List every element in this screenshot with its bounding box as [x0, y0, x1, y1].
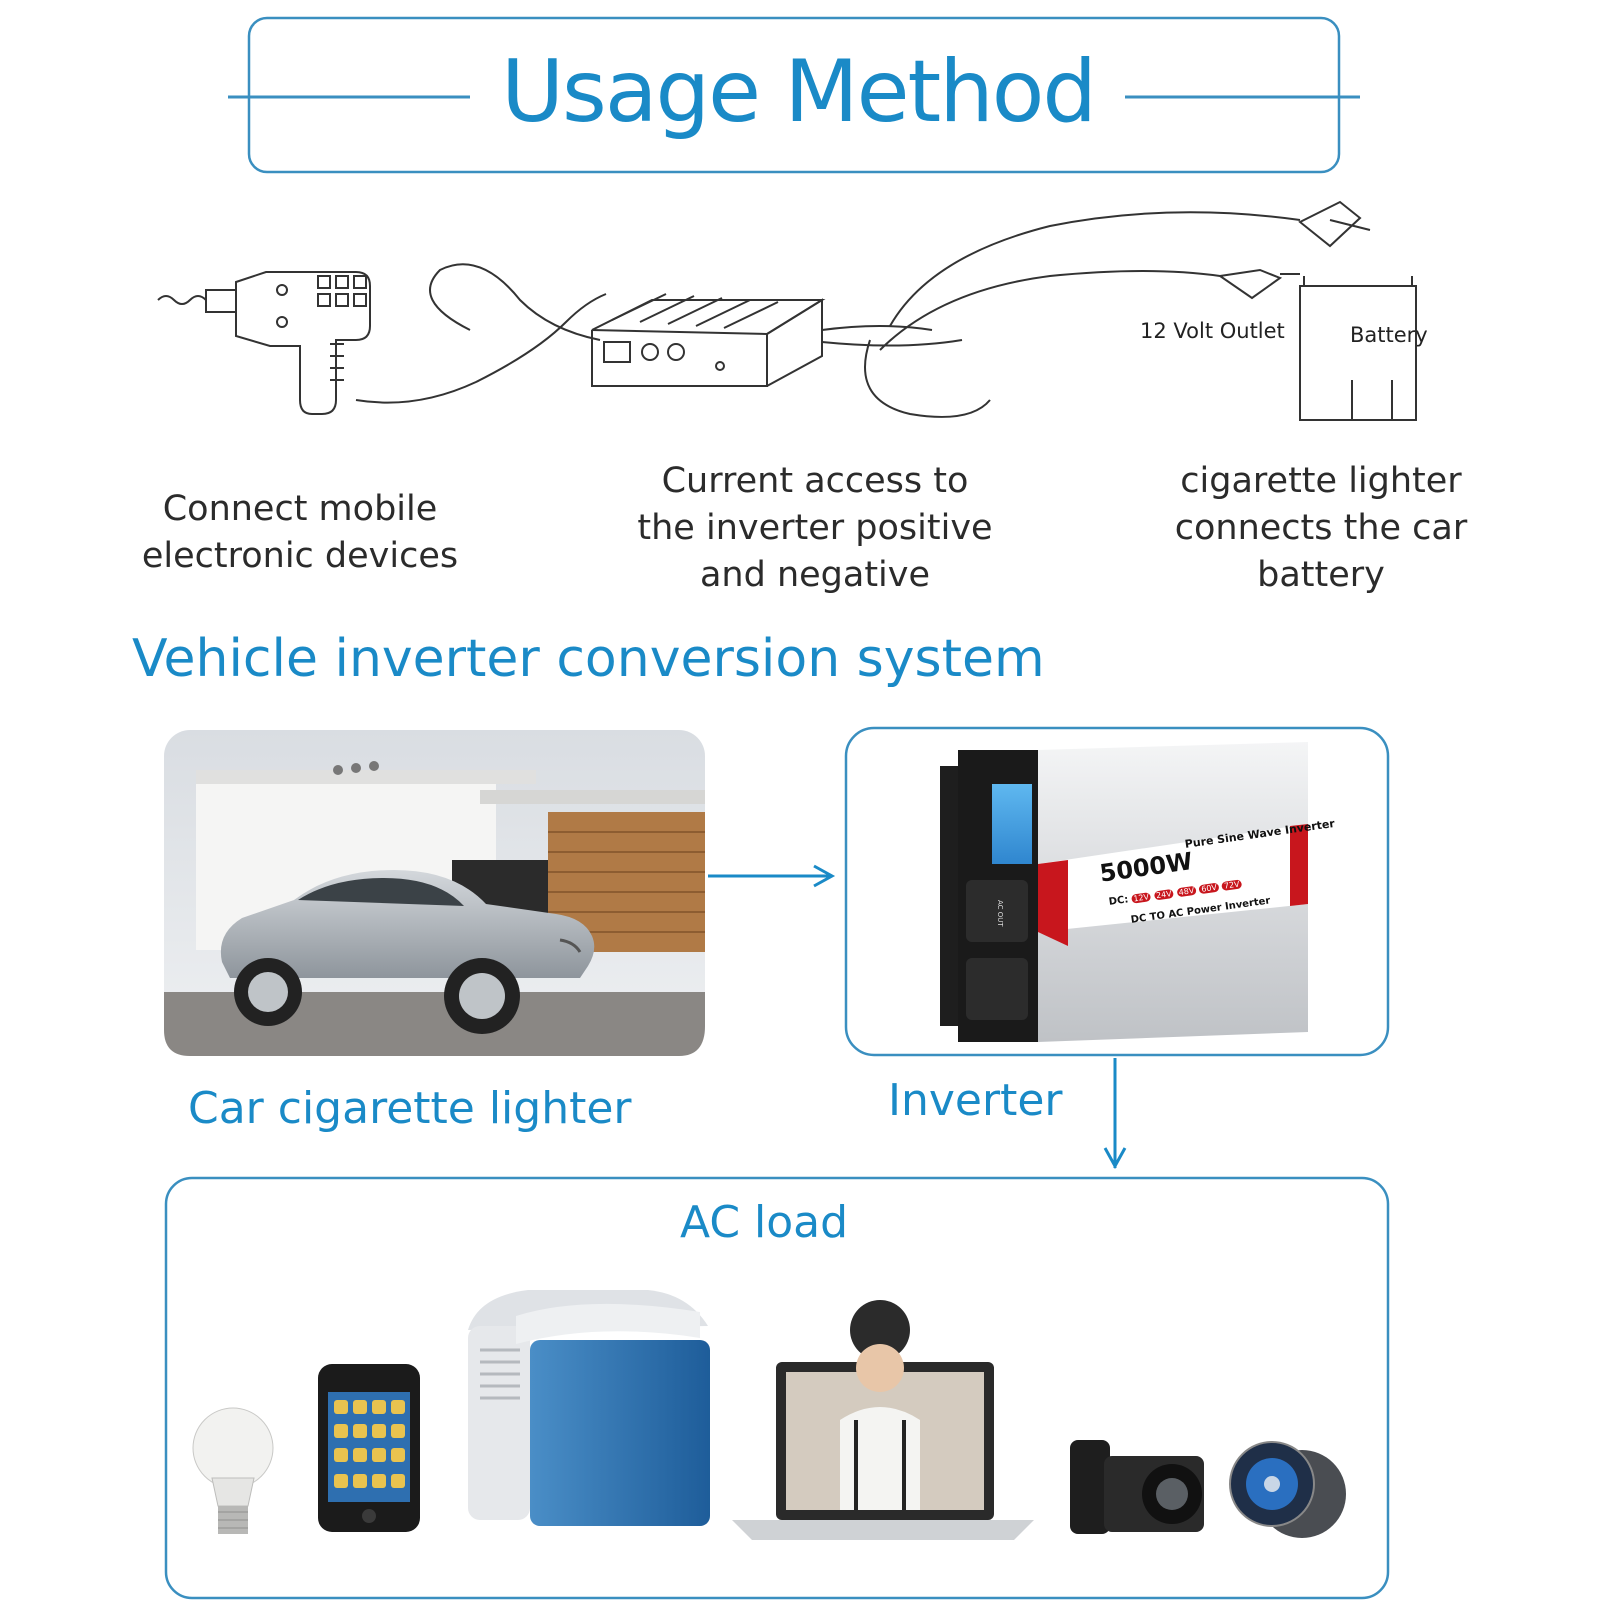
car-caption: Car cigarette lighter	[188, 1083, 632, 1134]
step-1-caption: Connect mobile electronic devices	[110, 486, 490, 580]
voltage-badge: 12V	[1130, 892, 1152, 904]
section-title: Vehicle inverter conversion system	[132, 629, 1045, 689]
ac-out-label: AC OUT	[996, 900, 1004, 927]
inverter-photo	[940, 742, 1308, 1042]
step-3-line-2: connects the car	[1174, 508, 1468, 548]
voltage-badge: 48V	[1176, 885, 1197, 898]
inverter-frame	[844, 726, 1390, 1057]
inverter-sketch-icon	[591, 293, 963, 387]
voltage-badge: 24V	[1153, 888, 1175, 901]
inverter-caption: Inverter	[888, 1075, 1063, 1126]
word: DC	[1130, 912, 1148, 926]
step-2-caption: Current access to the inverter positive …	[610, 458, 1020, 599]
arrow-inverter-to-load	[1103, 1058, 1127, 1170]
battery-sketch-icon	[864, 200, 1417, 421]
page-title: Usage Method	[501, 42, 1097, 142]
phone-icon	[318, 1364, 420, 1532]
drill-icon	[157, 263, 607, 415]
ac-load-frame	[164, 1176, 1390, 1600]
step-1-line-2: electronic devices	[141, 536, 459, 576]
word: AC	[1167, 907, 1185, 921]
bulb-icon	[192, 1407, 274, 1534]
car-photo	[164, 730, 705, 1056]
arrow-car-to-inverter	[708, 864, 836, 888]
laptop-icon	[732, 1300, 1034, 1540]
camera-icon	[1070, 1440, 1204, 1534]
battery-label: Battery	[1350, 323, 1428, 347]
step-3-line-3: battery	[1257, 555, 1385, 595]
step-3-caption: cigarette lighter connects the car batte…	[1136, 458, 1506, 599]
step-2-line-1: Current access to	[661, 461, 969, 501]
voltage-badge: 60V	[1198, 882, 1220, 895]
step-2-line-2: the inverter positive	[637, 508, 993, 548]
voltage-badge: 72V	[1221, 879, 1243, 891]
outlet-label: 12 Volt Outlet	[1140, 319, 1285, 343]
step-3-line-1: cigarette lighter	[1180, 461, 1462, 501]
dc-label: DC:	[1108, 894, 1130, 908]
step-1-line-1: Connect mobile	[162, 489, 438, 529]
speaker-icon	[1229, 1441, 1346, 1538]
word: Power	[1186, 902, 1223, 919]
word: TO	[1149, 910, 1166, 924]
cooler-icon	[468, 1290, 710, 1526]
title-frame	[228, 16, 1360, 174]
step-2-line-3: and negative	[699, 555, 931, 595]
ac-load-title: AC load	[680, 1197, 849, 1248]
